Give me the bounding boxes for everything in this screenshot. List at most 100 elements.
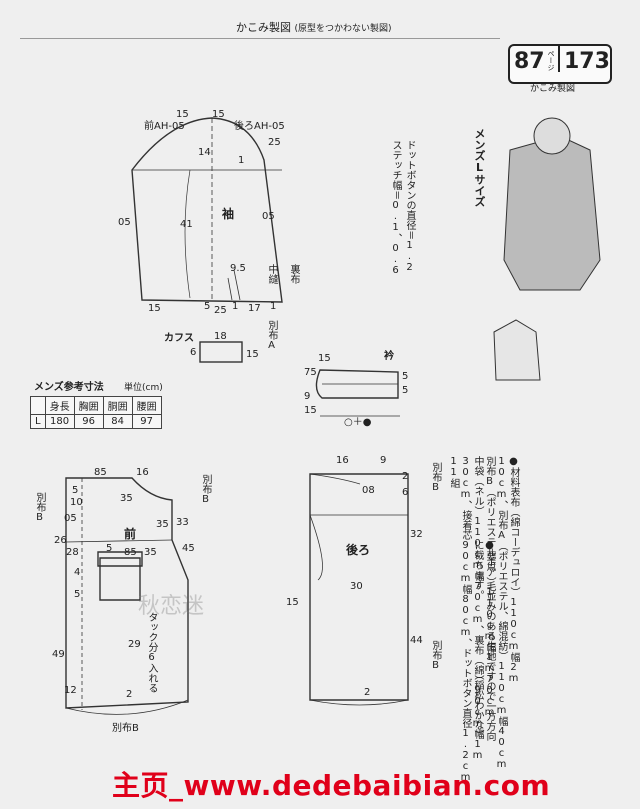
materials-line: ●要点 毛並みのある生地ですので一方方向 <box>484 540 495 741</box>
front-pocket <box>99 557 141 601</box>
sleeve-slit <box>227 269 241 301</box>
back-dim-32: 32 <box>410 529 423 540</box>
cuff-dim-15: 15 <box>246 349 259 360</box>
back-dim-16: 16 <box>336 455 349 466</box>
materials-line: 10cm、別布A（ポリエステル、綿混紡）110cm幅40cm <box>496 456 507 770</box>
sleeve-dim-15b: 15 <box>212 109 225 120</box>
back-dim-6: 6 <box>402 487 409 498</box>
back-dim-15: 15 <box>286 597 299 608</box>
back-dim-2: 2 <box>402 471 409 482</box>
sleeve-dim-5: 5 <box>204 301 211 312</box>
size-cell: 97 <box>131 414 162 429</box>
sleeve-dim-1: 1 <box>238 155 245 166</box>
front-dim-12: 12 <box>64 685 77 696</box>
badge-left-number: 87 <box>514 49 545 74</box>
jacket-head <box>533 117 571 155</box>
front-dim-05: 05 <box>64 513 77 524</box>
bb-note: 別布A <box>266 320 277 351</box>
front-dim-85: 85 <box>94 467 107 478</box>
front-dim-5b: 5 <box>106 543 113 554</box>
size-header-cell: 腰囲 <box>131 396 162 415</box>
back-label: 後ろ <box>346 543 371 557</box>
badge-small-label: ページ <box>547 50 555 71</box>
size-header-cell: 胴囲 <box>102 396 133 415</box>
front-outline <box>65 477 189 709</box>
sleeve-dim-14: 14 <box>198 147 211 158</box>
ura-note: 裏布 <box>288 264 299 284</box>
front-dim-10: 10 <box>70 497 83 508</box>
sleeve-dim-17: 17 <box>248 303 261 314</box>
header-title-sub: (原型をつかわない製図) <box>294 24 392 34</box>
badge-divider <box>558 46 560 72</box>
front-dim-85b: 85 <box>124 547 137 558</box>
materials-line: 別布B（ポリエステルボア）110cm幅1m70cm <box>484 456 495 718</box>
front-dim-5c: 5 <box>74 589 81 600</box>
header-title: かこみ製図 (原型をつかわない製図) <box>236 22 392 34</box>
stitch-width-note: ステッチ幅＝0.1、0.6 <box>390 140 401 276</box>
collar-midline: ○＋● <box>344 417 372 428</box>
footer-link[interactable]: 主页_www.dedebaibian.com <box>112 769 551 802</box>
cuff-rect <box>199 341 243 363</box>
front-dim-33: 33 <box>176 517 189 528</box>
cuff-dim-18: 18 <box>214 331 227 342</box>
materials-line: 30cm、接着芯90cm幅80cm、ドットボタン直径1.2cm <box>460 456 471 783</box>
back-dim-9: 9 <box>380 455 387 466</box>
back-armhole <box>309 514 323 581</box>
sleeve-front-ah: 前AH-05 <box>144 121 185 132</box>
cuff-label: カフス <box>164 333 194 344</box>
front-tuck-note: タック分6入れる <box>146 612 157 693</box>
collar-dim-15b: 15 <box>304 405 317 416</box>
sleeve-dim-05a: 05 <box>118 217 131 228</box>
front-dim-26: 26 <box>54 535 67 546</box>
front-bottom-label: 別布B <box>112 723 139 734</box>
back-dim-08: 08 <box>362 485 375 496</box>
materials-line: に裁ちます。 （稲松わかな） <box>472 540 483 740</box>
front-dim-16: 16 <box>136 467 149 478</box>
materials-line: 表布（綿コーデュロイ）110cm幅2m <box>508 487 519 684</box>
sleeve-dim-15a: 15 <box>176 109 189 120</box>
back-hem <box>309 699 409 706</box>
sleeve-dim-1c: 1 <box>270 301 277 312</box>
front-dim-28: 28 <box>66 547 79 558</box>
size-table-row: L 180 96 84 97 <box>30 414 162 429</box>
sleeve-label: 袖 <box>222 207 235 221</box>
collar-label: 衿 <box>384 351 394 362</box>
front-side-label: 別布B <box>34 492 45 523</box>
front-dim-29: 29 <box>128 639 141 650</box>
collar-outline <box>315 369 399 399</box>
front-pocket-flap <box>97 551 143 567</box>
collar-dim-9: 9 <box>304 391 311 402</box>
sleeve-dim-1b: 1 <box>232 301 239 312</box>
header-title-main: かこみ製図 <box>236 21 291 34</box>
size-cell: 96 <box>73 414 104 429</box>
size-table-unit: 単位(cm) <box>124 383 163 393</box>
front-dim-4: 4 <box>74 567 81 578</box>
back-dim-30: 30 <box>350 581 363 592</box>
size-cell: 180 <box>44 414 75 429</box>
front-hem-curve <box>65 699 189 715</box>
size-cell: 84 <box>102 414 133 429</box>
header-rule <box>20 38 500 39</box>
back-dim-2b: 2 <box>364 687 371 698</box>
sleeve-dim-41: 41 <box>180 219 193 230</box>
front-top-label: 別布B <box>200 474 211 505</box>
materials-heading: ●材料 <box>508 456 519 487</box>
size-table-title: メンズ参考寸法 <box>34 382 104 393</box>
sleeve-dim-25: 25 <box>268 137 281 148</box>
badge-right-number: 173 <box>564 49 610 74</box>
materials-line: 中袋（ネル）110cm幅70cm、裏布（綿）90cm幅1m <box>472 456 483 761</box>
size-header-cell: 胸囲 <box>73 396 104 415</box>
collar-dim-75: 75 <box>304 367 317 378</box>
front-yoke <box>65 539 173 543</box>
front-label: 前 <box>124 527 137 541</box>
size-cell: L <box>30 414 46 429</box>
section-label: メンズLサイズ <box>473 128 486 207</box>
front-dim-49: 49 <box>52 649 65 660</box>
back-side-label: 別布B <box>430 462 441 493</box>
naka-note: 中縫 <box>266 264 277 284</box>
front-dim-5: 5 <box>72 485 79 496</box>
badge-caption: かこみ製図 <box>530 84 576 94</box>
size-header-cell: 身長 <box>44 396 75 415</box>
